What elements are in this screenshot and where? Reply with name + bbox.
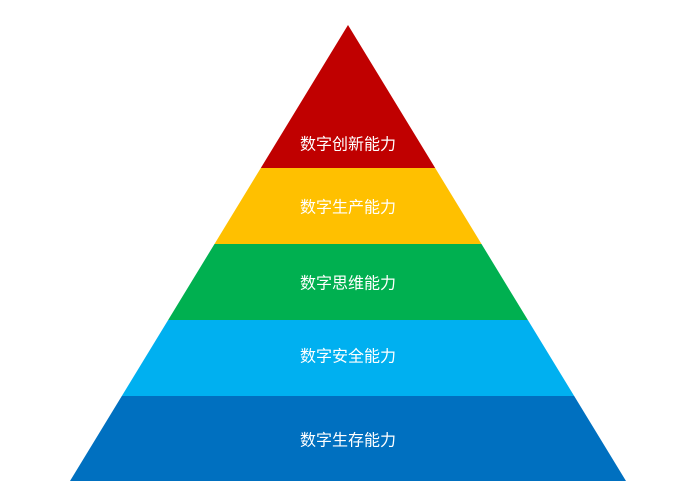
pyramid-layer-4 [121,320,575,396]
pyramid-layer-3 [168,244,528,320]
pyramid-layer-label: 数字生产能力 [300,198,396,217]
pyramid-layer-2 [214,168,482,244]
pyramid-layer-1 [260,25,436,168]
pyramid-layer-label: 数字思维能力 [300,274,396,293]
pyramid-layer-5 [70,396,626,481]
pyramid-layer-label: 数字创新能力 [300,135,396,154]
pyramid-layer-label: 数字安全能力 [300,347,396,366]
pyramid-layer-label: 数字生存能力 [300,431,396,450]
